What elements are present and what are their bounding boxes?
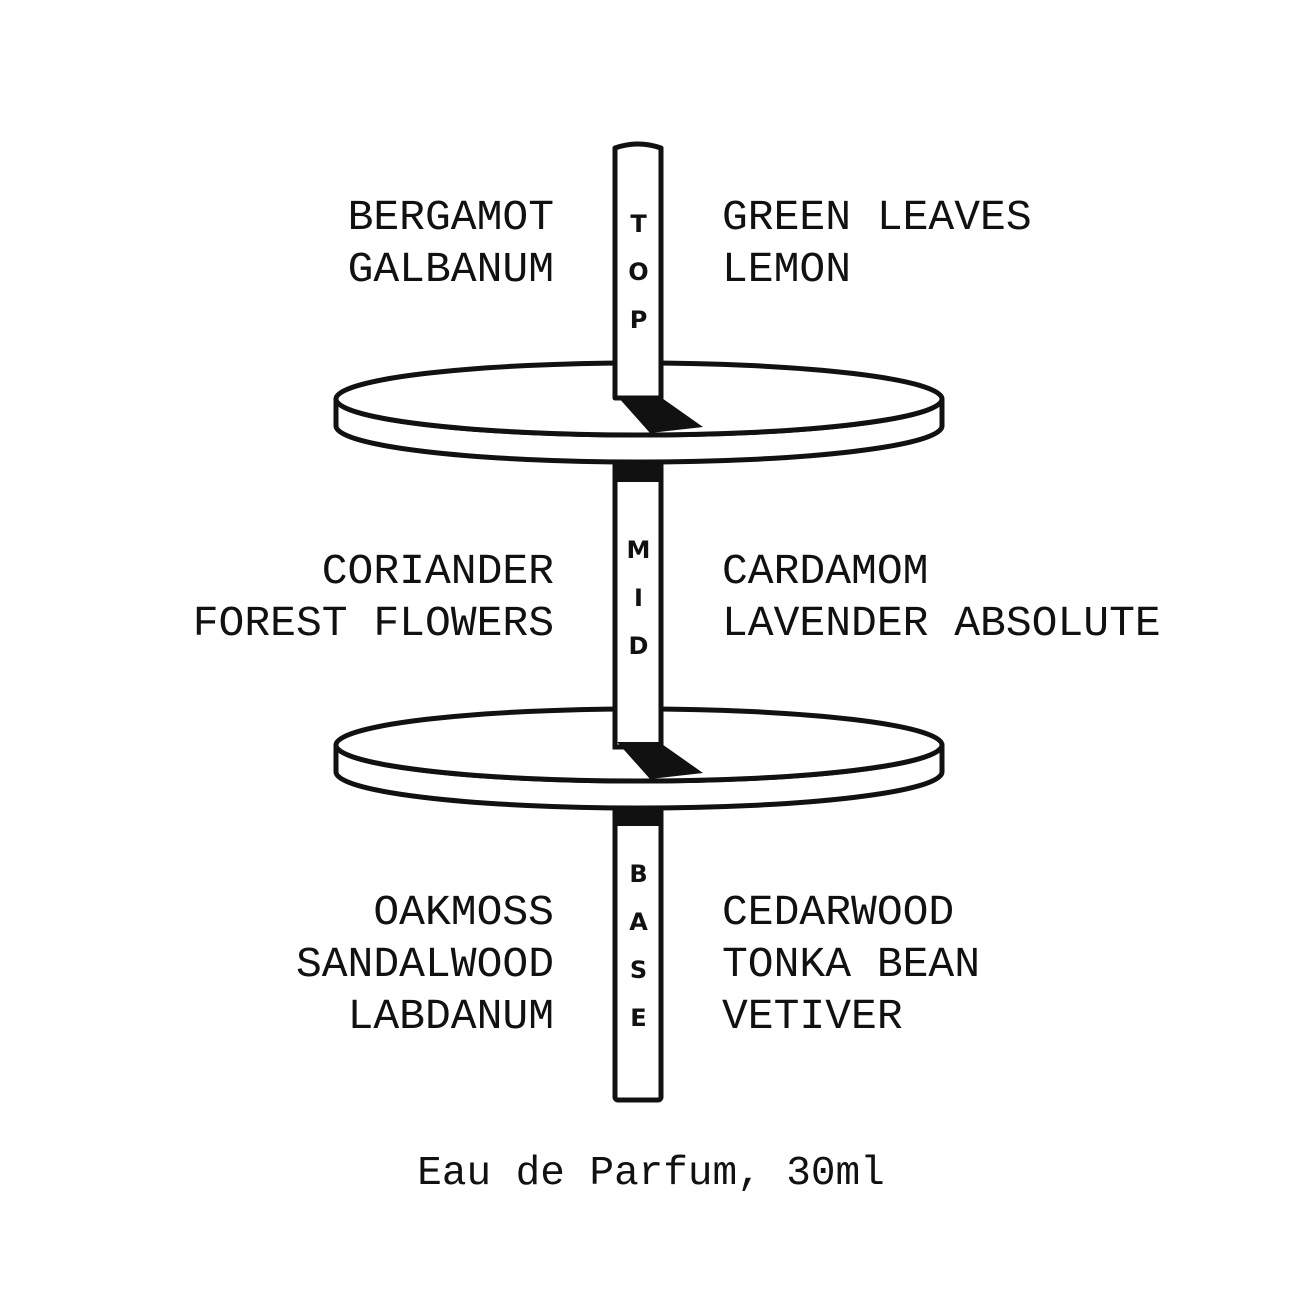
rod-mid-cast-shadow bbox=[617, 742, 703, 779]
tier-label-letter: B bbox=[629, 860, 648, 888]
tier-label-letter: T bbox=[630, 210, 647, 238]
mid-left-notes: CORIANDER FOREST FLOWERS bbox=[193, 546, 554, 650]
note-label: LAVENDER ABSOLUTE bbox=[722, 599, 1161, 648]
note-label: CEDARWOOD bbox=[722, 888, 955, 937]
note-label: SANDALWOOD bbox=[295, 940, 554, 989]
tier-label-letter: I bbox=[634, 584, 643, 612]
tier-label-letter: S bbox=[629, 956, 648, 984]
note-label: TONKA BEAN bbox=[722, 940, 981, 989]
note-label: BERGAMOT bbox=[347, 193, 554, 242]
note-label: FOREST FLOWERS bbox=[192, 599, 554, 648]
tier-label-letter: D bbox=[628, 632, 649, 660]
note-label: GALBANUM bbox=[347, 245, 554, 294]
tier-label-letter: O bbox=[628, 258, 649, 286]
tier-label-letter: M bbox=[626, 536, 651, 564]
note-label: LABDANUM bbox=[347, 992, 554, 1041]
rod-top-cast-shadow bbox=[617, 396, 703, 433]
note-label: OAKMOSS bbox=[373, 888, 554, 937]
base-left-notes: OAKMOSS SANDALWOOD LABDANUM bbox=[296, 887, 554, 1043]
note-label: LEMON bbox=[722, 245, 852, 294]
rod-base-shadow bbox=[617, 808, 659, 826]
note-label: VETIVER bbox=[722, 992, 903, 1041]
rod-mid-shadow bbox=[617, 462, 659, 482]
tier-label-letter: P bbox=[629, 306, 648, 334]
mid-right-notes: CARDAMOM LAVENDER ABSOLUTE bbox=[722, 546, 1161, 650]
rod-top-segment bbox=[612, 141, 664, 401]
top-right-notes: GREEN LEAVES LEMON bbox=[722, 192, 1032, 296]
product-volume-caption: Eau de Parfum, 30ml bbox=[417, 1151, 885, 1197]
note-label: CARDAMOM bbox=[722, 547, 929, 596]
top-left-notes: BERGAMOT GALBANUM bbox=[348, 192, 554, 296]
base-right-notes: CEDARWOOD TONKA BEAN VETIVER bbox=[722, 887, 980, 1043]
note-label: CORIANDER bbox=[321, 547, 554, 596]
tier-label-letter: E bbox=[630, 1004, 647, 1032]
tier-label-letter: A bbox=[629, 908, 648, 936]
note-label: GREEN LEAVES bbox=[722, 193, 1032, 242]
